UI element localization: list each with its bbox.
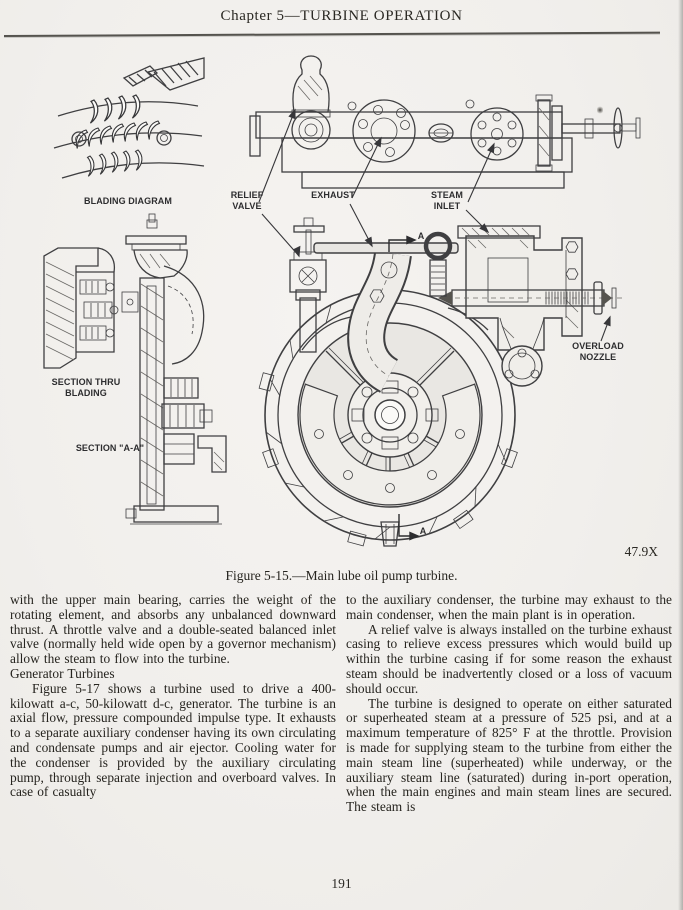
section-cut-markers — [388, 235, 420, 541]
figure-credit: 47.9X — [624, 544, 658, 559]
page-number: 191 — [331, 876, 352, 891]
label-exhaust: EXHAUST — [311, 190, 355, 200]
label-section-thru-blading: SECTION THRU BLADING — [51, 377, 121, 398]
blading-diagram-drawing — [53, 57, 205, 179]
chapter-header: Chapter 5—TURBINE OPERATION — [220, 8, 463, 24]
section-thru-blading-drawing — [43, 247, 119, 369]
label-section-aa: SECTION "A-A" — [75, 443, 145, 453]
label-blading-diagram: BLADING DIAGRAM — [84, 196, 172, 206]
section-marker-a-top: A — [417, 231, 425, 241]
body-text: with the upper main bearing, carries the… — [10, 592, 673, 815]
leader-lines — [258, 108, 611, 342]
label-relief-valve: RELIEF VALVE — [230, 190, 264, 211]
section-aa-drawing — [121, 213, 227, 525]
exhaust-elbow-drawing — [313, 242, 459, 393]
paragraph: to the auxiliary condenser, the turbine … — [346, 592, 672, 622]
label-overload-nozzle: OVERLOAD NOZZLE — [572, 341, 624, 362]
section-marker-a-bottom: A — [419, 526, 427, 536]
paragraph: The turbine is designed to operate on ei… — [346, 695, 672, 815]
left-column: with the upper main bearing, carries the… — [10, 592, 336, 815]
top-assembly-drawing — [249, 55, 641, 189]
paragraph: A relief valve is always installed on th… — [346, 621, 672, 696]
figure-5-15-illustration — [43, 55, 641, 547]
scan-speck — [597, 106, 603, 114]
paragraph: Figure 5-17 shows a turbine used to driv… — [10, 680, 336, 800]
front-view-drawing — [258, 217, 622, 547]
relief-valve-drawing — [289, 217, 327, 353]
scan-edge-shadow — [678, 0, 683, 910]
eyebolt-drawing — [423, 231, 453, 297]
steam-chest-drawing — [438, 225, 622, 387]
figure-caption: Figure 5-15.—Main lube oil pump turbine. — [225, 568, 458, 583]
label-steam-inlet: STEAM INLET — [431, 190, 463, 211]
paragraph: with the upper main bearing, carries the… — [10, 592, 336, 667]
subheading-generator-turbines: Generator Turbines — [10, 665, 115, 681]
right-column: to the auxiliary condenser, the turbine … — [346, 592, 672, 815]
